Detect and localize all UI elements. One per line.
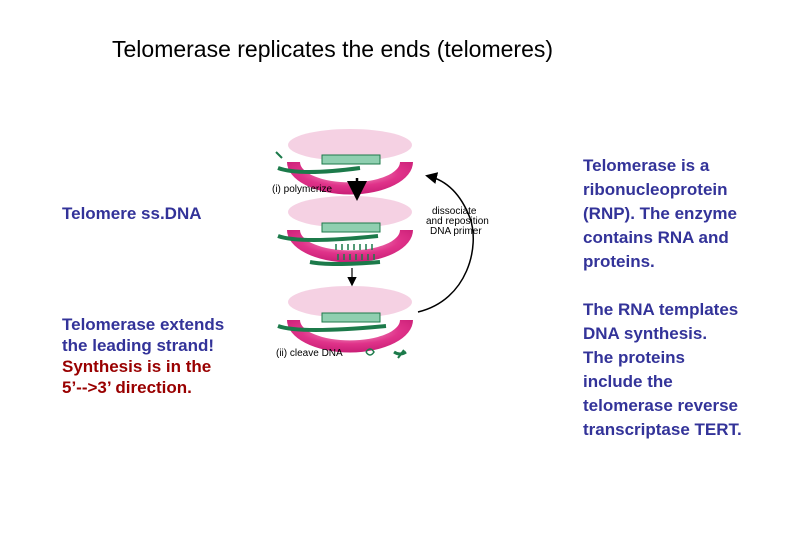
rnp-line-3: (RNP). The enzyme (583, 204, 737, 223)
telomere-label: Telomere ss.DNA (62, 204, 202, 223)
dissociate-line-3: DNA primer (430, 226, 482, 237)
synthesis-line-2: 5’-->3’ direction. (62, 378, 192, 397)
synthesis-line-1: Synthesis is in the (62, 357, 212, 376)
telomerase-enzyme-1 (275, 129, 413, 195)
telomerase-enzyme-2 (277, 196, 413, 263)
rnp-line-4: contains RNA and (583, 228, 729, 247)
extends-line-1: Telomerase extends (62, 315, 225, 334)
rna-line-6: transcriptase TERT. (583, 420, 742, 439)
rna-line-5: telomerase reverse (583, 396, 739, 415)
cycle-arrow (417, 172, 474, 313)
cleaved-dna-fragment (365, 348, 407, 359)
rnp-description: Telomerase is a ribonucleoprotein (RNP).… (583, 154, 803, 274)
released-dna (309, 254, 381, 266)
rna-line-3: The proteins (583, 348, 686, 367)
dissociate-line-1: dissociate (432, 206, 477, 217)
dissociate-line-2: and reposition (426, 216, 489, 227)
extends-text: Telomerase extends the leading strand! S… (62, 314, 224, 398)
rnp-line-1: Telomerase is a (583, 156, 710, 175)
rnp-line-5: proteins. (583, 252, 655, 271)
extends-line-2: the leading strand! (62, 336, 215, 355)
rna-line-4: include the (583, 372, 673, 391)
rna-line-1: The RNA templates (583, 300, 739, 319)
page-title: Telomerase replicates the ends (telomere… (112, 36, 554, 62)
step-cleave: (ii) cleave DNA (276, 348, 343, 359)
rna-line-2: DNA synthesis. (583, 324, 708, 343)
rna-description: The RNA templates DNA synthesis. The pro… (583, 298, 803, 442)
telomerase-enzyme-3 (277, 286, 413, 353)
rnp-line-2: ribonucleoprotein (583, 180, 728, 199)
step-polymerize: (i) polymerize (272, 184, 332, 195)
